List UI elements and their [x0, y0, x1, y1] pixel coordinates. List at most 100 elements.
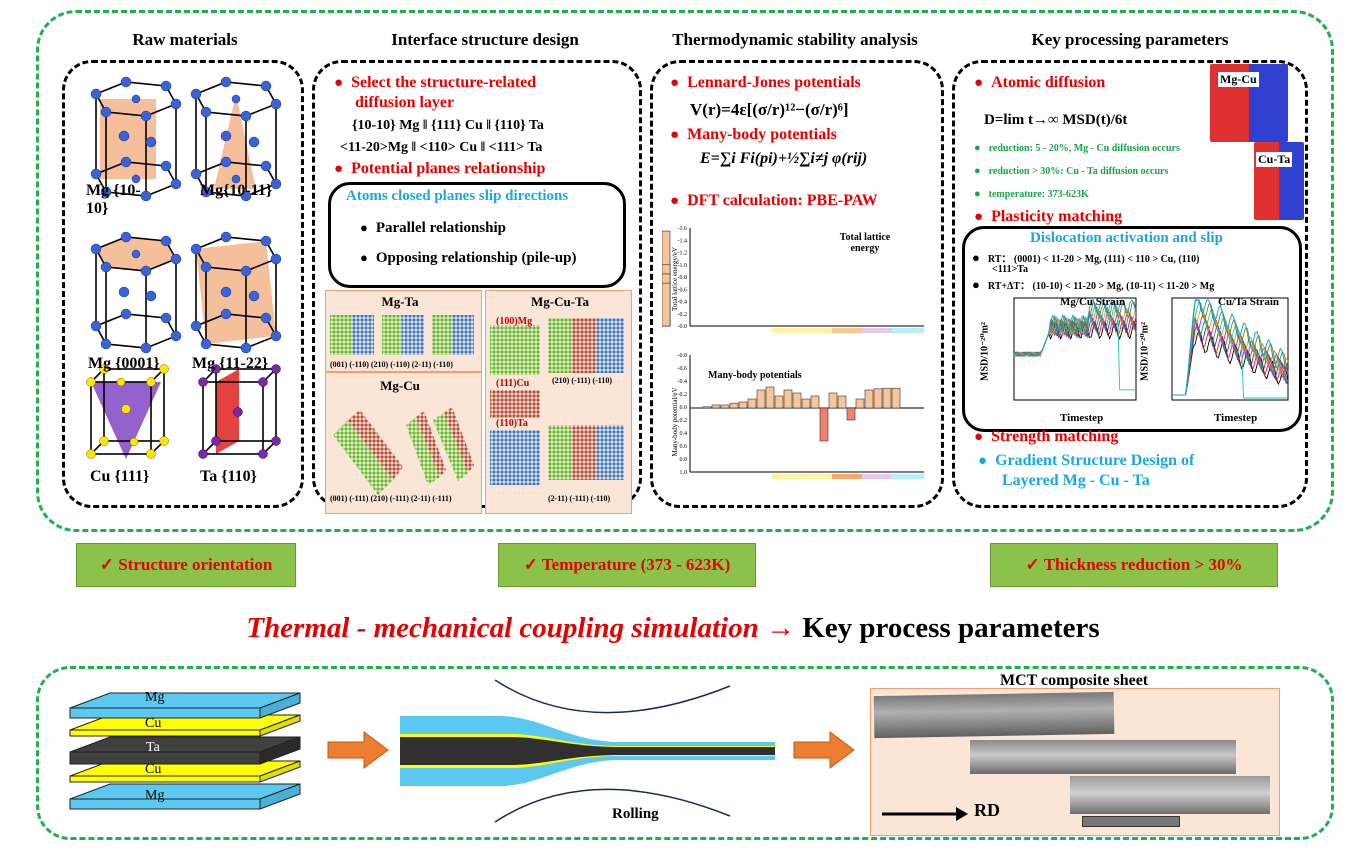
rtdt-line: RT+ΔT： (10-10) < 11-20 > Mg, (10-11) < 1… [972, 277, 1214, 293]
label-structure-orientation: ✓ Structure orientation [76, 543, 296, 587]
plane-mg: (100)Mg [496, 316, 533, 327]
thermo-box [650, 60, 944, 508]
many-body-potential-chart: -0.8-0.6-0.4-0.20.00.20.40.60.81.0 [678, 353, 924, 479]
slip-box-title: Atoms closed planes slip directions [346, 188, 569, 204]
sheet-title: MCT composite sheet [1000, 672, 1149, 689]
dislocation-box [962, 226, 1302, 432]
potential-bar [891, 387, 901, 409]
mgta-title: Mg-Ta [381, 294, 419, 309]
thermo-title: Thermodynamic stability analysis [672, 30, 918, 49]
mgcu-labels: (001) (-111) (210) (-111) (2-11) (-111) [330, 494, 452, 503]
potential-bar [864, 389, 874, 409]
layer-cu-top: Cu [145, 716, 162, 731]
rd-label: RD [974, 800, 1000, 820]
potential-bar [828, 392, 838, 409]
svg-text:-0.2: -0.2 [678, 312, 688, 318]
plane-cu: (111)Cu [496, 378, 530, 389]
mgcuta-atoms [490, 318, 624, 485]
plot2-title: Cu/Ta Strain [1218, 296, 1280, 308]
group-band [772, 474, 832, 479]
gradient-design: Gradient Structure Design of [978, 452, 1194, 470]
rt-line: RT： (0001) < 11-20 > Mg, (111) < 110 > C… [972, 250, 1200, 266]
chart2-ylabel: Many-body potential/eV [671, 387, 679, 457]
potential-bar [738, 401, 748, 409]
hcp-cell-1122 [190, 231, 282, 354]
svg-text:-0.6: -0.6 [678, 366, 688, 372]
potential-bar [756, 389, 766, 409]
svg-text:-0.4: -0.4 [678, 300, 688, 306]
svg-text:0.4: 0.4 [680, 431, 688, 437]
potential-bar [729, 402, 739, 409]
svg-text:-0.0: -0.0 [678, 324, 688, 330]
chart1-label: Total lattice energy [839, 232, 891, 254]
potential-bar [783, 389, 793, 409]
label-temperature: ✓ Temperature (373 - 623K) [498, 543, 756, 587]
group-band [892, 328, 924, 333]
plot2-xlabel: Timestep [1214, 412, 1258, 424]
potential-bar [747, 398, 757, 409]
thermo-bullet-mb: Many-body potentials [670, 126, 837, 144]
potential-bar [819, 407, 829, 442]
cuta-strain-plot [1171, 297, 1289, 401]
rolling-label: Rolling [612, 806, 659, 822]
potential-bar [765, 386, 775, 409]
diffusion-formula: D=lim t→∞ MSD(t)/6t [984, 112, 1128, 128]
plot2-ylabel: MSD/10⁻²⁰m² [1139, 322, 1151, 381]
plane-ta: (110)Ta [496, 418, 528, 429]
energy-bar [662, 282, 671, 327]
potential-bar [846, 407, 856, 421]
potential-bar [711, 404, 721, 409]
svg-text:-0.4: -0.4 [678, 379, 688, 385]
rt-line-2: <111>Ta [992, 264, 1029, 275]
plot1-xlabel: Timestep [1060, 412, 1104, 424]
svg-text:0.0: 0.0 [680, 405, 688, 411]
gradient-design-2: Layered Mg - Cu - Ta [1002, 472, 1150, 489]
msd-series [1013, 299, 1137, 357]
mgcu-title: Mg-Cu [380, 378, 420, 393]
svg-text:0.8: 0.8 [680, 457, 688, 463]
label-mg-1010: Mg {10- [86, 182, 141, 199]
hcp-cell-1010 [90, 76, 182, 202]
group-band [772, 328, 832, 333]
interface-title: Interface structure design [391, 30, 579, 49]
hcp-cell-0001 [90, 231, 182, 354]
relation-directions: <11-20>Mg ‖ <110> Cu ‖ <111> Ta [340, 140, 543, 155]
svg-text:-1.4: -1.4 [678, 238, 688, 244]
sheet-3 [1070, 776, 1270, 814]
interface-bullet-1b: diffusion layer [355, 94, 455, 111]
process-bullet-plasticity: Plasticity matching [974, 208, 1122, 226]
mb-formula: E=∑i Fi(pi)+½∑i≠j φ(rij) [700, 150, 868, 167]
process-title: Key processing parameters [1031, 30, 1229, 49]
ruler [1082, 816, 1180, 827]
fcc-cell-cu [86, 364, 169, 459]
mgcuta-label-2: (2-11) (-111) (-110) [548, 494, 611, 503]
potential-bar [837, 395, 847, 409]
label-mg-1122: Mg {11-22} [192, 355, 269, 372]
group-band [892, 474, 924, 479]
slip-box [328, 182, 626, 288]
group-band [862, 474, 892, 479]
group-band [832, 474, 862, 479]
diffusion-note-2: reduction > 30%: Cu - Ta diffusion occur… [974, 165, 1169, 177]
mgta-labels: (001) (-110) (210) (-110) (2-11) (-110) [330, 360, 453, 369]
msd-series [1013, 309, 1137, 357]
chart2-label: Many-body potentials [708, 370, 802, 381]
lj-formula: V(r)=4ε[(σ/r)¹²−(σ/r)⁶] [690, 100, 849, 119]
headline: Thermal - mechanical coupling simulation… [0, 612, 1346, 645]
hcp-cell-1011 [190, 76, 282, 202]
total-lattice-energy-chart: -1.6-1.4-1.2-1.0-0.8-0.6-0.4-0.2-0.0 [662, 226, 924, 333]
group-band [862, 328, 892, 333]
label-mg-0001: Mg {0001} [88, 355, 160, 372]
chart1-ylabel: Total lattice energy/eV [671, 247, 679, 311]
rolling-diagram [400, 679, 775, 823]
label-thickness-reduction: ✓ Thickness reduction > 30% [990, 543, 1278, 587]
msd-series [1013, 299, 1137, 357]
svg-text:-1.2: -1.2 [678, 251, 688, 257]
svg-text:-0.2: -0.2 [678, 392, 688, 398]
sheet-2 [970, 740, 1236, 774]
dislocation-title: Dislocation activation and slip [1030, 230, 1223, 246]
svg-text:-1.0: -1.0 [678, 263, 688, 269]
bottom-frame [36, 666, 1334, 840]
layer-stack [69, 692, 301, 810]
plot1-ylabel: MSD/10⁻²⁰m² [979, 322, 991, 381]
